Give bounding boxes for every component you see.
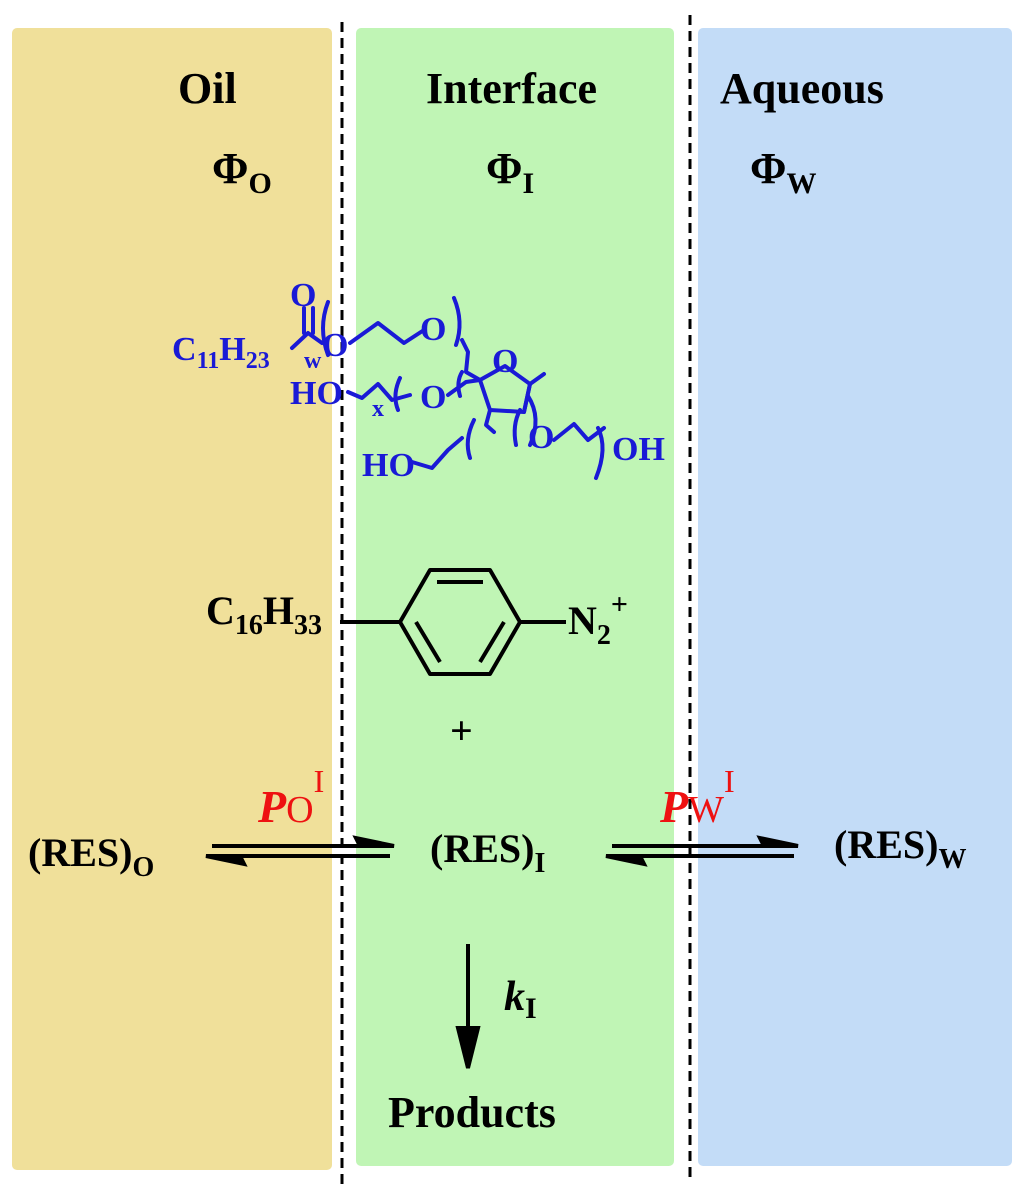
o-left-label: O [420, 379, 446, 416]
rate-constant-label: kI [504, 974, 537, 1025]
benzene-ring [340, 568, 566, 676]
repeat-w-label: w [304, 348, 322, 374]
oil-region [12, 28, 332, 1170]
ho-bottom-label: HO [362, 447, 415, 484]
interface-title: Interface [426, 64, 597, 113]
ring-o-label: O [492, 343, 518, 380]
aqueous-region [698, 28, 1012, 1166]
oil-title: Oil [178, 64, 237, 113]
oil-phase-symbol: ΦO [212, 144, 272, 200]
ester-o-label: O [322, 327, 348, 364]
res-interface-label: (RES)I [430, 826, 545, 879]
products-label: Products [388, 1088, 556, 1137]
res-oil-label: (RES)O [28, 830, 154, 883]
o-bottom-label: O [528, 419, 554, 456]
diazonium-group-label: N2+ [568, 588, 628, 651]
chain-o-top-label: O [420, 311, 446, 348]
interface-aqueous-equilibrium-arrow [605, 835, 799, 867]
diazonium-alkyl-label: C16H33 [206, 588, 322, 641]
surfactant-structure [290, 296, 606, 480]
aqueous-phase-symbol: ΦW [750, 144, 816, 200]
interface-region [356, 28, 674, 1166]
res-aqueous-label: (RES)W [834, 822, 966, 875]
oil-partition-constant: POI [257, 763, 324, 832]
aqueous-partition-constant: PWI [659, 763, 735, 832]
repeat-x-label: x [372, 396, 384, 422]
alkyl-chain-label: C11H23 [172, 331, 270, 374]
oh-right-label: OH [612, 431, 665, 468]
ho-left-label: HO [290, 375, 343, 412]
surfactant-labels: O C11H23 w O O O HO x O O HO OH [172, 277, 665, 484]
interface-phase-symbol: ΦI [486, 144, 534, 200]
carbonyl-o-label: O [290, 277, 316, 314]
aqueous-title: Aqueous [720, 64, 884, 113]
oil-interface-equilibrium-arrow [205, 835, 395, 867]
reaction-arrow [455, 944, 481, 1069]
plus-sign: + [450, 708, 473, 753]
